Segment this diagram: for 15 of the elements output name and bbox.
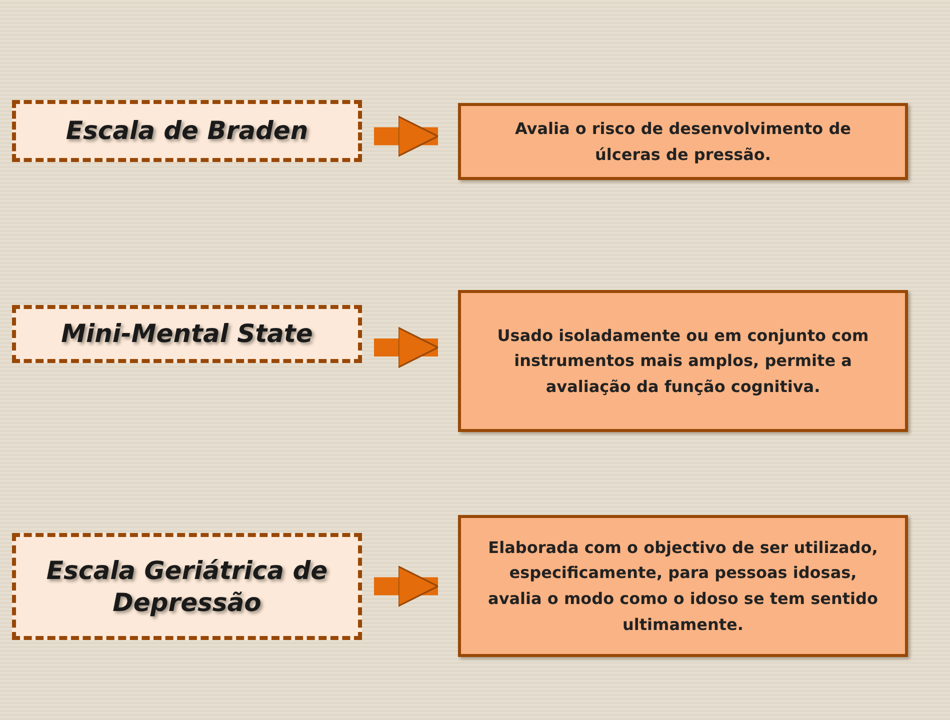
node-text: Avalia o risco de desenvolvimento de úlceras de pressão. [514, 118, 852, 166]
scale-name-box [12, 100, 362, 162]
node-text: Mini-Mental State [61, 318, 313, 350]
description-box [458, 515, 908, 657]
arrow [374, 116, 439, 157]
description-box [458, 103, 908, 180]
node-text: Escala de Braden [66, 115, 308, 147]
node-text: Usado isoladamente ou em conjunto com instrumentos mais amplos, permite a avaliação da função cognitiva. [496, 324, 870, 398]
arrow [374, 326, 439, 368]
node-text: Escala Geriátrica de Depressão [45, 555, 329, 618]
scale-name-box [12, 533, 362, 640]
node-text: Elaborada com o objectivo de ser utilizado, especificamente, para pessoas idosas, avalia o modo como o idoso se tem sentido ultimamente. [487, 536, 879, 636]
arrow [374, 566, 439, 607]
scale-name-box [12, 305, 362, 363]
description-box [458, 290, 908, 432]
